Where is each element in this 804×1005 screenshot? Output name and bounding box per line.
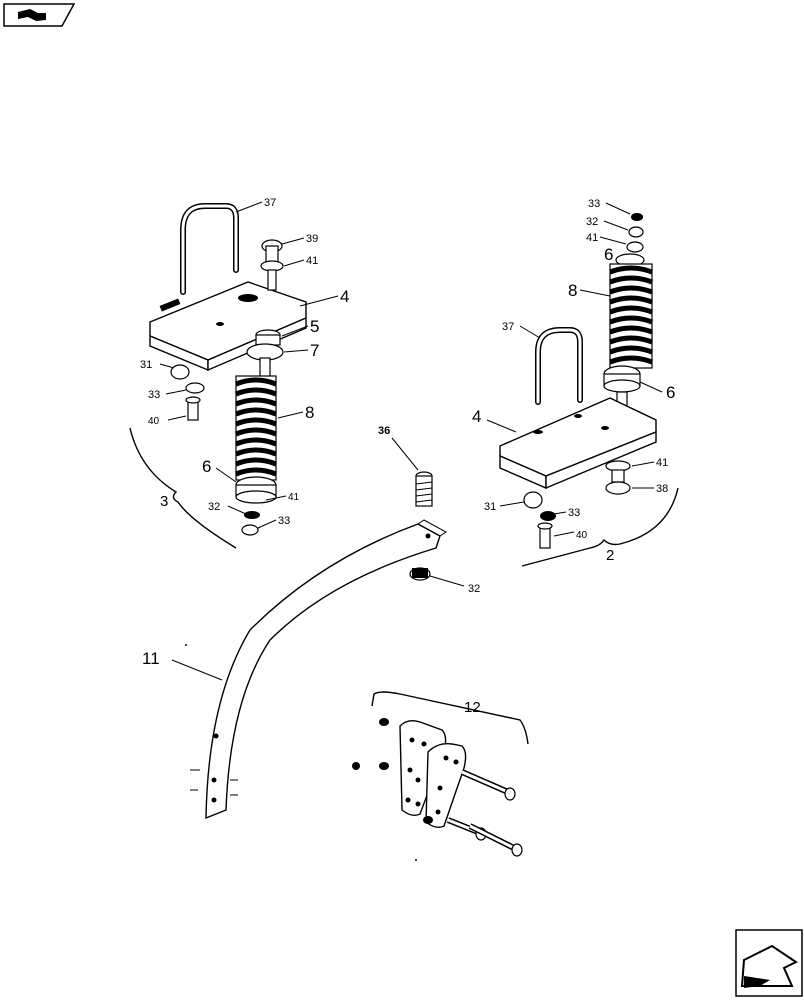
callout-36: 36	[378, 425, 390, 437]
callout-31-left: 31	[140, 359, 152, 371]
callout-39: 39	[306, 233, 318, 245]
leader-lines	[159, 201, 663, 681]
callout-4-right: 4	[472, 407, 481, 426]
callout-12: 12	[464, 699, 481, 716]
callout-32-center: 32	[468, 583, 480, 595]
callout-8-right: 8	[568, 281, 577, 300]
callout-2: 2	[606, 547, 614, 564]
book-icon[interactable]	[3, 3, 76, 27]
callout-32-right: 32	[586, 216, 598, 228]
callout-40-right: 40	[576, 530, 588, 541]
callout-4-left: 4	[340, 287, 349, 306]
callout-41-left-bottom: 41	[288, 492, 300, 503]
callout-7: 7	[310, 341, 319, 360]
right-spring-assembly	[499, 213, 679, 567]
shank-11	[190, 519, 447, 820]
callout-8-left: 8	[305, 403, 314, 422]
callout-6-right-bottom: 6	[666, 383, 675, 402]
callout-41-right-bottom: 41	[656, 457, 668, 469]
callout-38: 38	[656, 483, 668, 495]
callout-37-left: 37	[264, 197, 276, 209]
spring-left	[235, 375, 277, 481]
callout-32-left: 32	[208, 501, 220, 513]
callout-31-right: 31	[484, 501, 496, 513]
callout-33-right-bottom: 33	[568, 507, 580, 519]
spring-right	[609, 253, 653, 369]
callout-labels: 37 39 41 4 5 7 31 33 40 8 6 32 41 33 3 3…	[140, 197, 675, 716]
callout-40-left: 40	[148, 416, 160, 427]
callout-33-left-bottom: 33	[278, 515, 290, 527]
bolt-36	[409, 471, 433, 581]
callout-5: 5	[310, 317, 319, 336]
callout-11: 11	[142, 649, 160, 668]
left-spring-assembly	[129, 203, 307, 549]
next-page-arrow-icon[interactable]	[735, 929, 803, 997]
callout-6-right-top: 6	[604, 245, 613, 264]
callout-41-right-top: 41	[586, 232, 598, 244]
callout-33-left-top: 33	[148, 389, 160, 401]
callout-33-right-top: 33	[588, 198, 600, 210]
bracket-kit-12	[352, 691, 529, 857]
callout-6-left: 6	[202, 457, 211, 476]
callout-41-left-top: 41	[306, 255, 318, 267]
callout-37-right: 37	[502, 321, 514, 333]
callout-3: 3	[160, 493, 168, 510]
